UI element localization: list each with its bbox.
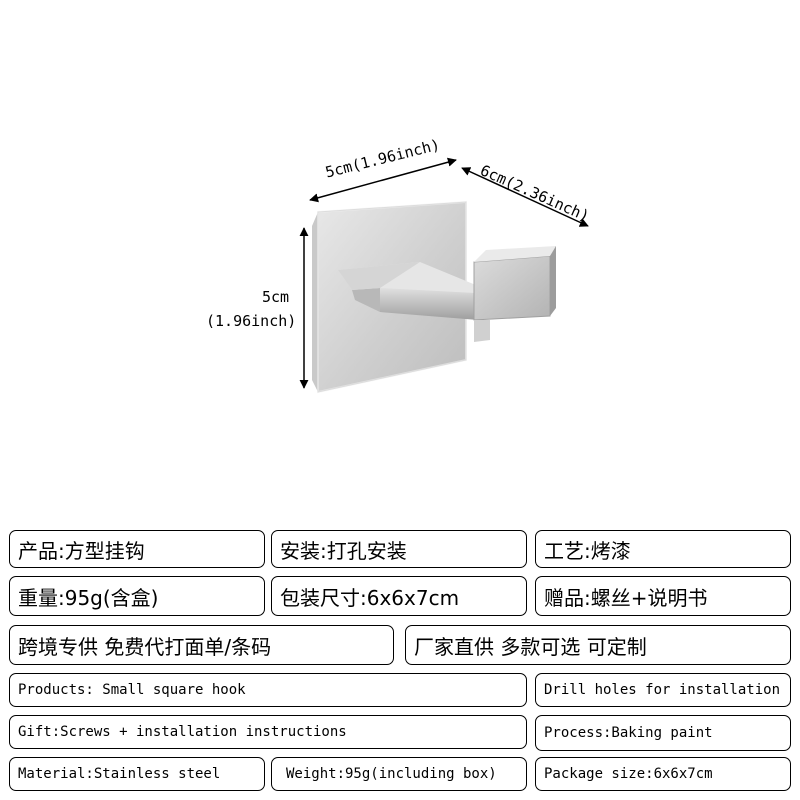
spec-package-en-text: Package size:6x6x7cm: [544, 766, 713, 782]
spec-service-cn-text: 跨境专供 免费代打面单/条码: [18, 634, 272, 659]
spec-material-en-text: Material:Stainless steel: [18, 766, 221, 782]
spec-process-en: Process:Baking paint: [535, 715, 791, 751]
spec-weight-en: Weight:95g(including box): [271, 757, 527, 791]
product-image-area: 5cm(1.96inch) 6cm(2.36inch) 5cm (1.96inc…: [206, 136, 592, 394]
spec-drill-en: Drill holes for installation: [535, 673, 791, 707]
spec-package-size-cn: 包装尺寸:6x6x7cm: [271, 576, 527, 616]
height-dimension-value: 5cm: [262, 288, 290, 306]
height-dimension-inch: (1.96inch): [206, 312, 297, 330]
spec-gift-cn: 赠品:螺丝+说明书: [535, 576, 791, 616]
hook-cap: [473, 246, 556, 342]
spec-material-en: Material:Stainless steel: [9, 757, 265, 791]
spec-products-en-text: Products: Small square hook: [18, 682, 246, 698]
spec-install-cn: 安装:打孔安装: [271, 530, 527, 568]
spec-product-cn-text: 产品:方型挂钩: [18, 538, 145, 563]
spec-gift-en-text: Gift:Screws + installation instructions: [18, 724, 347, 740]
hook-illustration: [299, 157, 589, 394]
spec-gift-cn-text: 赠品:螺丝+说明书: [544, 585, 708, 610]
width-arrow: [309, 157, 457, 203]
spec-weight-cn: 重量:95g(含盒): [9, 576, 265, 616]
spec-factory-cn-text: 厂家直供 多款可选 可定制: [414, 634, 647, 659]
spec-process-cn: 工艺:烤漆: [535, 530, 791, 568]
depth-arrow: [461, 167, 589, 227]
spec-weight-en-text: Weight:95g(including box): [286, 766, 497, 782]
spec-package-en: Package size:6x6x7cm: [535, 757, 791, 791]
spec-factory-cn: 厂家直供 多款可选 可定制: [405, 625, 791, 665]
spec-install-cn-text: 安装:打孔安装: [280, 538, 407, 563]
spec-drill-en-text: Drill holes for installation: [544, 682, 781, 698]
spec-package-size-cn-text: 包装尺寸:6x6x7cm: [280, 585, 460, 610]
spec-gift-en: Gift:Screws + installation instructions: [9, 715, 527, 749]
spec-process-cn-text: 工艺:烤漆: [544, 538, 631, 563]
spec-process-en-text: Process:Baking paint: [544, 725, 713, 741]
spec-weight-cn-text: 重量:95g(含盒): [18, 585, 159, 610]
hook-arm: [338, 262, 500, 320]
spec-service-cn: 跨境专供 免费代打面单/条码: [9, 625, 394, 665]
spec-product-cn: 产品:方型挂钩: [9, 530, 265, 568]
spec-products-en: Products: Small square hook: [9, 673, 527, 707]
